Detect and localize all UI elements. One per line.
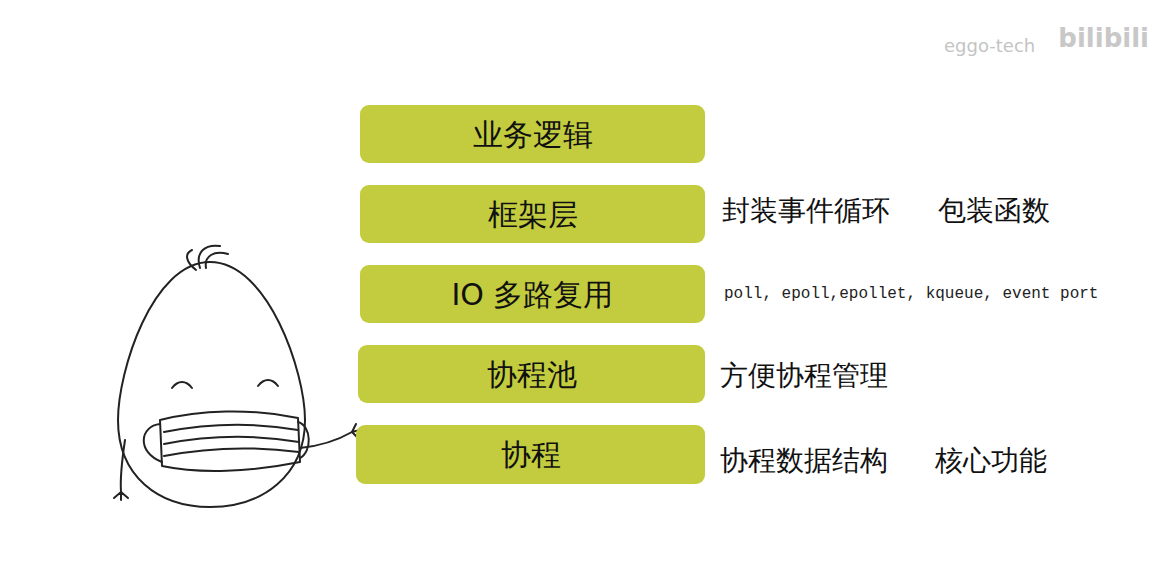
annotation: 核心功能: [935, 446, 1047, 477]
annotation: 封装事件循环: [722, 196, 890, 227]
layer-title: 框架层: [488, 198, 578, 231]
annotation: 方便协程管理: [720, 361, 888, 392]
layer-box: IO 多路复用: [360, 265, 705, 323]
watermark: eggo-tech: [944, 36, 1035, 56]
layer-title: 协程池: [487, 358, 577, 391]
layer-box: 业务逻辑: [360, 105, 705, 163]
layer-title: IO 多路复用: [452, 278, 614, 311]
layer-title: 业务逻辑: [473, 118, 593, 151]
annotation: 协程数据结构: [720, 446, 888, 477]
annotation: 包装函数: [938, 196, 1050, 227]
annotation: poll, epoll,epollet, kqueue, event port: [724, 286, 1098, 304]
watermark: bilibili: [1058, 24, 1149, 53]
layer-box: 协程: [356, 425, 705, 484]
layer-box: 协程池: [358, 345, 705, 403]
layer-box: 框架层: [360, 185, 705, 243]
layer-title: 协程: [501, 438, 561, 471]
